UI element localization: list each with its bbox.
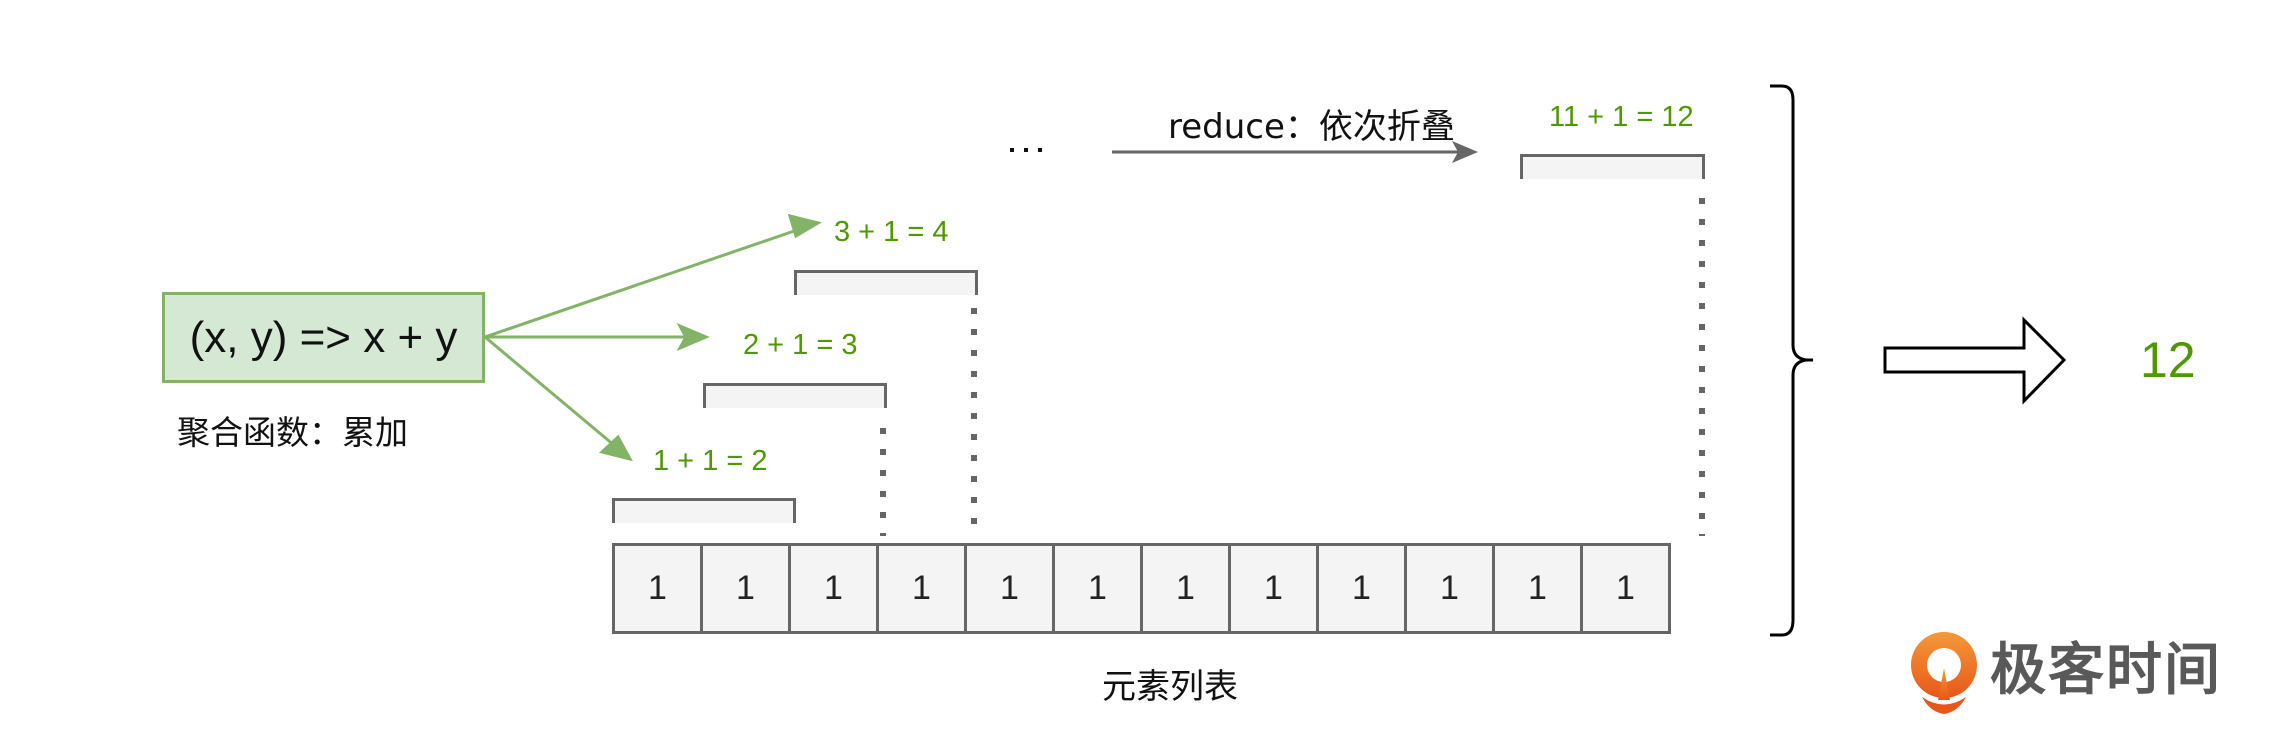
result-value: 12 — [2140, 332, 2196, 388]
formula-text: (x, y) => x + y — [189, 312, 458, 362]
ellipsis-icon — [1010, 148, 1042, 152]
geektime-logo-text: 极客时间 — [1990, 638, 2222, 703]
dotted-guide-1 — [880, 428, 886, 536]
geektime-logo-icon — [1911, 632, 1977, 714]
arrow-to-step-1 — [484, 335, 616, 448]
step-label-1: 1 + 1 = 2 — [653, 445, 768, 477]
step-label-3: 3 + 1 = 4 — [834, 216, 949, 248]
curly-brace-icon — [1770, 84, 1813, 637]
list-item: 1 — [788, 543, 879, 634]
element-list-caption: 元素列表 — [1102, 667, 1238, 707]
reduce-label: reduce：依次折叠 — [1168, 107, 1455, 147]
accumulator-frame-1 — [612, 498, 796, 523]
result-arrow-icon — [1883, 316, 2067, 405]
arrow-head-icon — [676, 322, 710, 352]
list-item: 1 — [1404, 543, 1495, 634]
aggregate-function-box: (x, y) => x + y — [162, 292, 485, 383]
list-item: 1 — [964, 543, 1055, 634]
step-label-final: 11 + 1 = 12 — [1549, 101, 1694, 133]
list-item: 1 — [1580, 543, 1671, 634]
aggregate-function-caption: 聚合函数：累加 — [177, 413, 408, 452]
accumulator-frame-2 — [703, 383, 887, 408]
reduce-arrow — [1112, 141, 1478, 163]
green-arrows — [484, 213, 822, 462]
list-item: 1 — [1228, 543, 1319, 634]
dotted-guide-final — [1699, 198, 1705, 536]
list-item: 1 — [876, 543, 967, 634]
list-item: 1 — [1316, 543, 1407, 634]
list-item: 1 — [1140, 543, 1231, 634]
step-label-2: 2 + 1 = 3 — [743, 329, 858, 361]
list-item: 1 — [1492, 543, 1583, 634]
list-item: 1 — [612, 543, 703, 634]
arrow-head-icon — [598, 434, 633, 462]
arrow-head-icon — [787, 213, 822, 239]
list-item: 1 — [700, 543, 791, 634]
arrow-head-icon — [1452, 141, 1478, 163]
dotted-guide-2 — [971, 308, 977, 536]
accumulator-frame-final — [1520, 154, 1705, 179]
accumulator-frame-3 — [794, 270, 978, 295]
arrow-to-step-3 — [484, 227, 801, 339]
element-list: 1 1 1 1 1 1 1 1 1 1 1 1 — [612, 543, 1671, 634]
list-item: 1 — [1052, 543, 1143, 634]
